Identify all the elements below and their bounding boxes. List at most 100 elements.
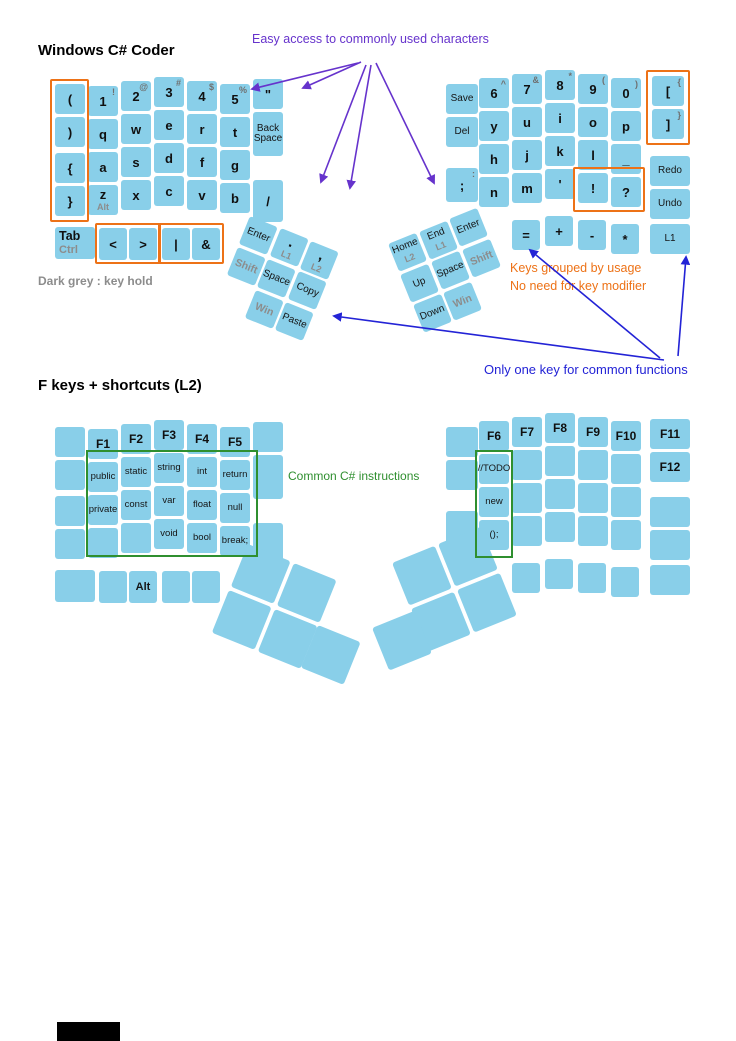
key-label: Redo [658, 164, 682, 176]
key-label: 7 [523, 81, 531, 97]
key-label: Save [450, 92, 474, 104]
key-string: string [154, 453, 184, 483]
highlight-cs-keywords-right [475, 450, 513, 558]
key-label: v [198, 187, 206, 203]
key-label: 2 [132, 88, 140, 104]
key-label: > [139, 236, 147, 252]
key-label: q [99, 126, 107, 142]
key-f4: F4 [187, 424, 217, 454]
key-f: f [187, 147, 217, 177]
key-hold-label: Alt [97, 202, 109, 212]
key-label: Undo [658, 197, 682, 209]
key-label: & [201, 236, 211, 252]
key-var: var [154, 486, 184, 516]
key-l1: L1 [650, 224, 690, 254]
key-j: j [512, 140, 542, 170]
key-9: (9 [578, 74, 608, 104]
key-n: n [479, 177, 509, 207]
key-label: b [231, 190, 239, 206]
key-alt: Alt [129, 571, 157, 603]
key-e: e [154, 110, 184, 140]
key-label: F8 [552, 421, 567, 435]
blank-key [446, 427, 478, 457]
key-4: $4 [187, 81, 217, 111]
key-label: r [199, 121, 205, 137]
blank-key [512, 483, 542, 513]
key-s: s [121, 147, 151, 177]
key-shift-label: * [568, 71, 572, 81]
key-label: " [264, 86, 272, 102]
blank-key [253, 422, 283, 452]
key-u: u [512, 107, 542, 137]
key-label: o [589, 114, 597, 130]
key-shift-label: & [532, 75, 540, 85]
key-float: float [187, 490, 217, 520]
key-label: F12 [659, 460, 681, 474]
key-i: i [545, 103, 575, 133]
key-label: ! [590, 180, 596, 196]
key-label: Tab [59, 229, 81, 244]
blank-key [545, 559, 573, 589]
key-a: a [88, 152, 118, 182]
blank-key [611, 454, 641, 484]
key-label: float [193, 499, 211, 511]
blank-key [611, 520, 641, 550]
key-v: v [187, 180, 217, 210]
key-private: private [88, 495, 118, 525]
key-null: null [220, 493, 250, 523]
key-label: 3 [165, 84, 173, 100]
key-t: t [220, 117, 250, 147]
blank-key [55, 570, 95, 602]
blank-key [650, 497, 690, 527]
key-label: null [227, 502, 243, 514]
blank-key [578, 450, 608, 480]
annotation-dark-grey-key-hold: Dark grey : key hold [38, 274, 153, 288]
key-shift-label: $ [208, 82, 214, 92]
blank-key [512, 450, 542, 480]
blank-key [55, 529, 85, 559]
key-label: j [525, 147, 529, 163]
blank-key [611, 567, 639, 597]
key-l: l [578, 140, 608, 170]
key-void: void [154, 519, 184, 549]
blank-key [578, 516, 608, 546]
highlight-cs-keywords-left [86, 450, 258, 557]
blank-key [55, 460, 85, 490]
key-label: 1 [99, 93, 107, 109]
highlight-square-brackets [646, 70, 690, 145]
key-: / [253, 180, 283, 222]
key-hold-label: Ctrl [59, 243, 78, 256]
key-: ! [578, 173, 608, 203]
blank-key [650, 530, 690, 560]
key-label: Alt [135, 580, 151, 593]
key-: * [611, 224, 639, 254]
key-label: 0 [622, 85, 630, 101]
key-label: k [556, 143, 564, 159]
key-label: ; [459, 177, 465, 193]
key-label: 8 [556, 77, 564, 93]
blank-key [545, 512, 575, 542]
key-: ) [55, 117, 85, 147]
layer1-title: Windows C# Coder [38, 42, 175, 59]
key-label: (); [489, 529, 499, 541]
key-label: F2 [128, 432, 143, 446]
key-g: g [220, 150, 250, 180]
key-label: private [88, 504, 118, 516]
key-todo: //TODO [478, 454, 510, 484]
key-f2: F2 [121, 424, 151, 454]
key-label: void [160, 528, 178, 540]
key-f7: F7 [512, 417, 542, 447]
key-3: #3 [154, 77, 184, 107]
key-label: F4 [194, 432, 209, 446]
key-shift-label: { [677, 77, 681, 87]
key-x: x [121, 180, 151, 210]
key-label: Del [454, 125, 470, 137]
blank-key [253, 455, 283, 499]
key-: { [55, 153, 85, 183]
key-label: F7 [519, 425, 534, 439]
key-return: return [220, 460, 250, 490]
key-label: ' [558, 176, 562, 192]
key-label: i [558, 110, 562, 126]
key-m: m [512, 173, 542, 203]
